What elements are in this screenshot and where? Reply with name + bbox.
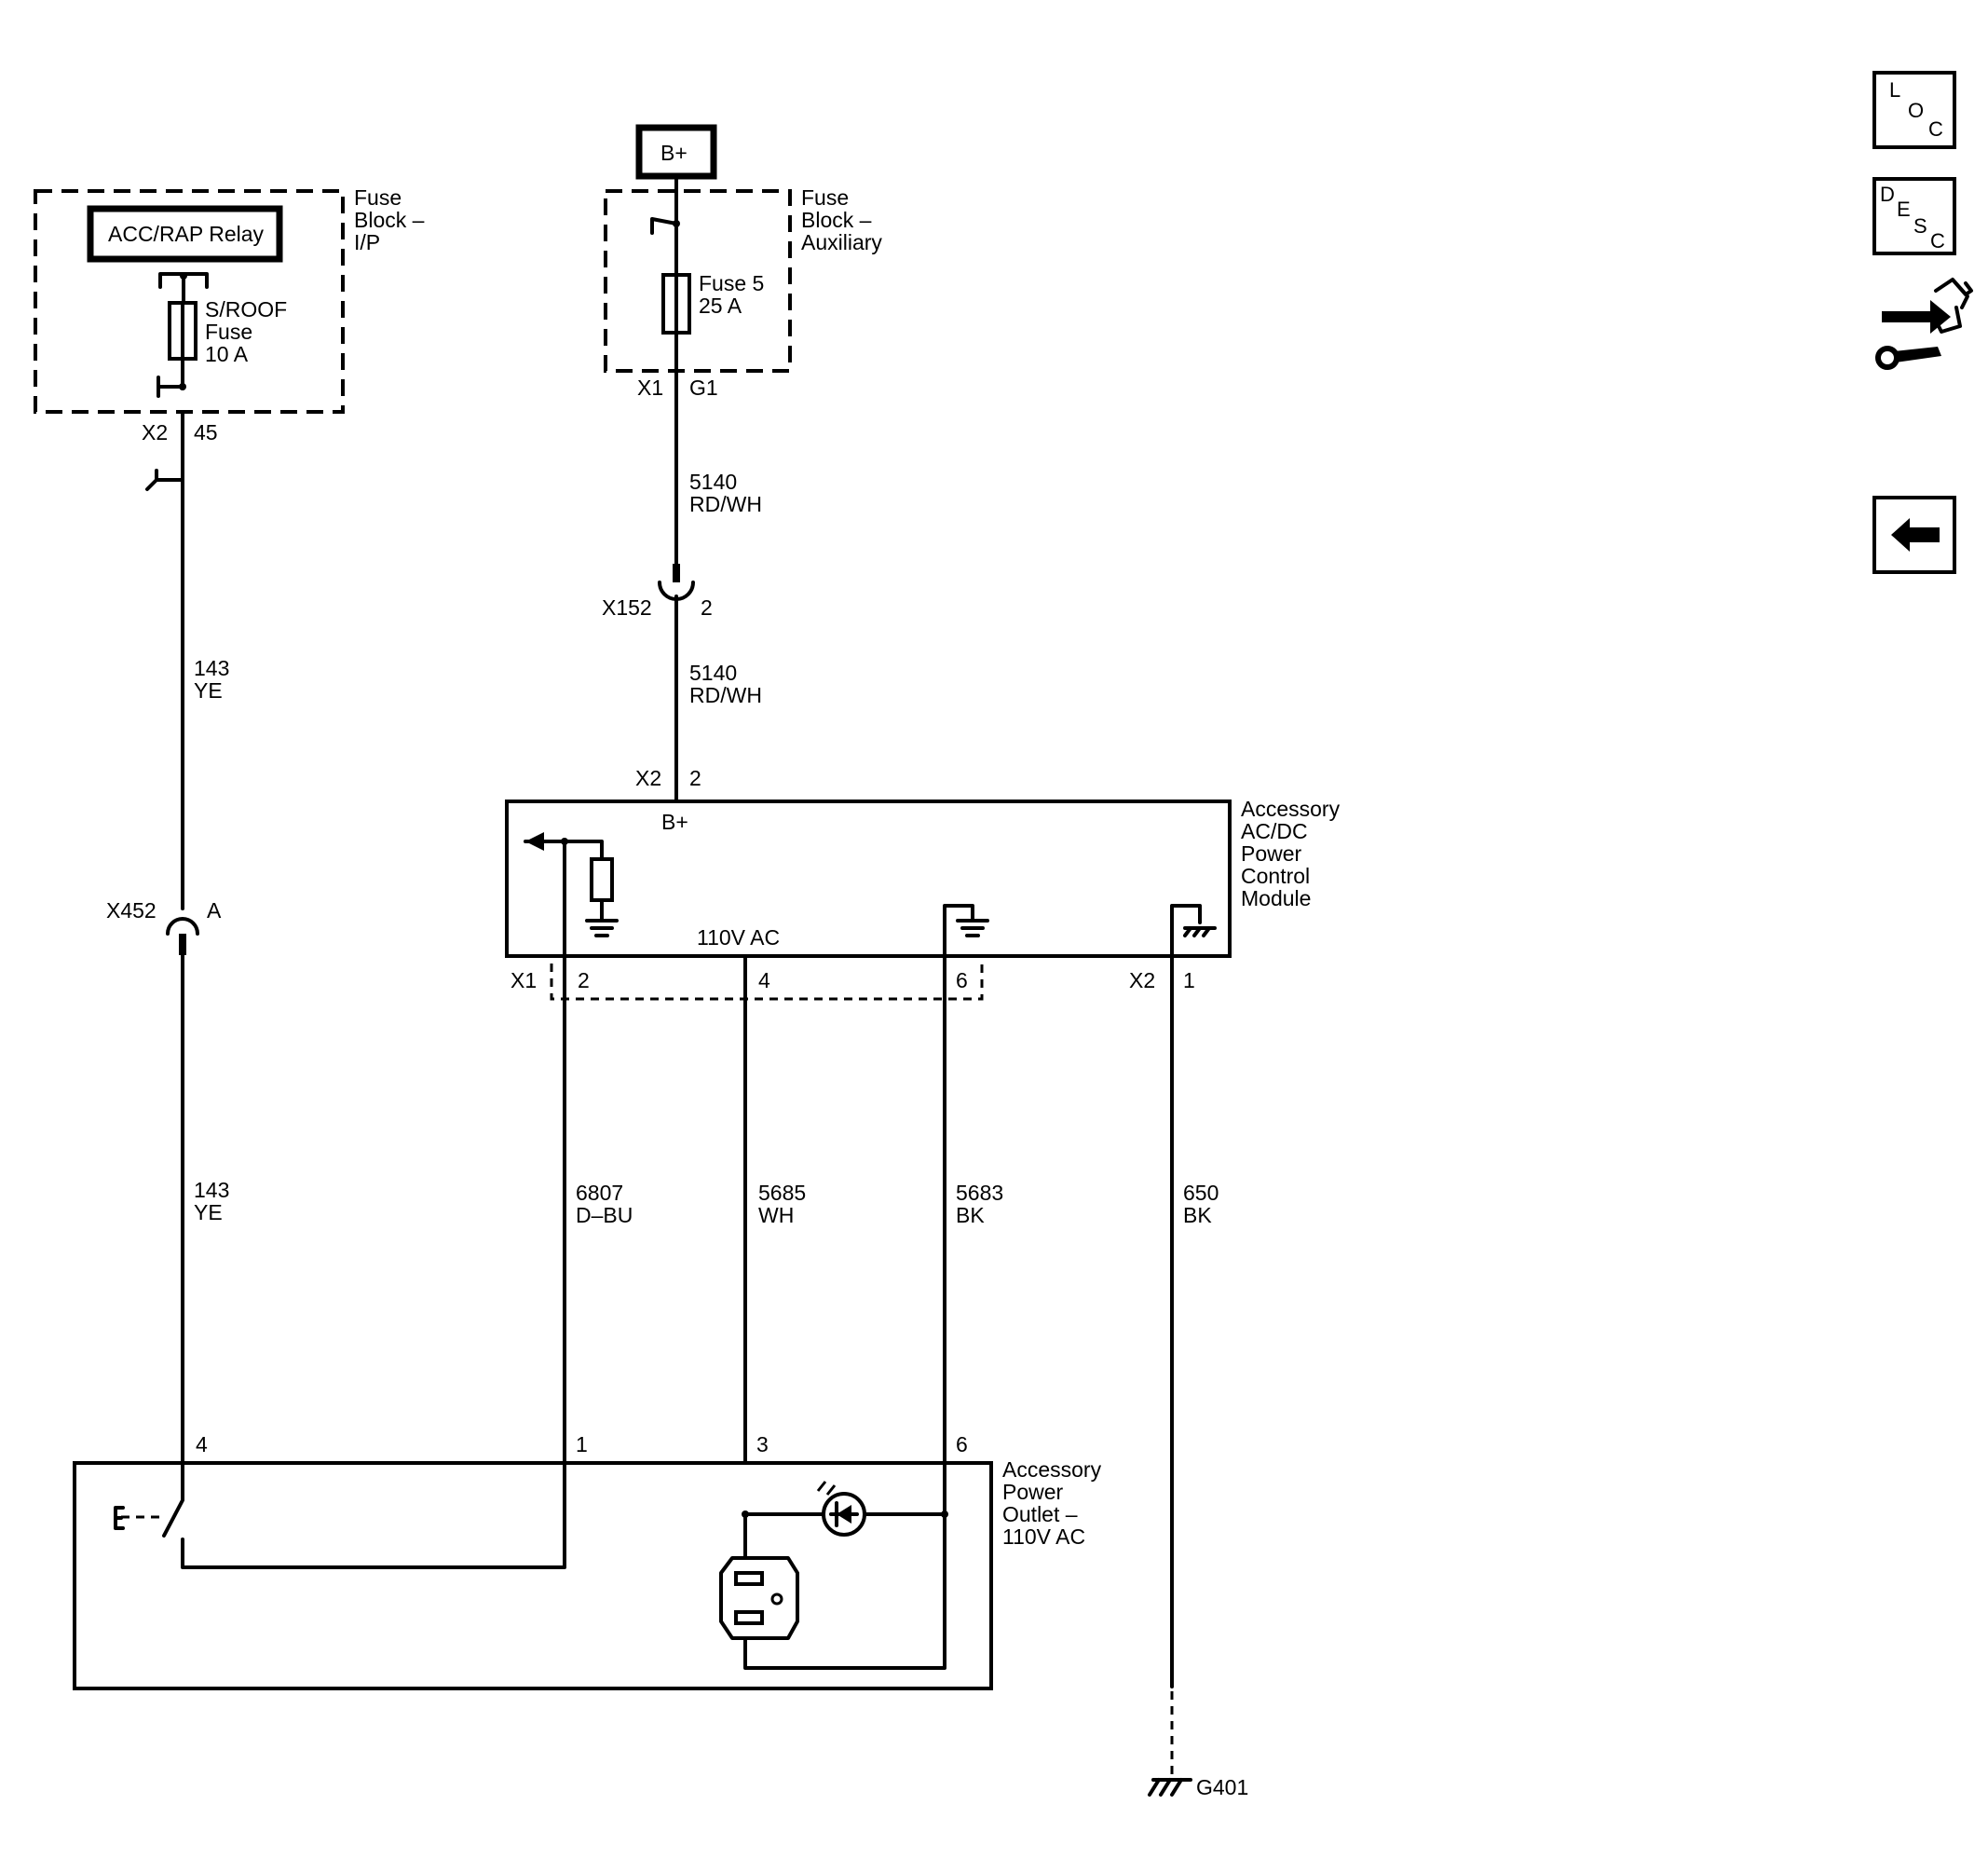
wire-6807: 6807 D–BU	[563, 954, 633, 1465]
accessory-power-outlet: Accessory Power Outlet – 110V AC 4 1 3 6	[73, 1432, 1107, 1690]
acc-rap-relay	[87, 205, 283, 263]
module-x1-pin-6: 6	[956, 968, 968, 992]
x152-name: X152	[602, 595, 652, 620]
wire-650: 650 BK G401	[1148, 954, 1248, 1799]
wire-650-label: 650 BK	[1183, 1181, 1225, 1227]
outlet-pin-3: 3	[756, 1432, 769, 1456]
wire-5685: 5685 WH	[743, 1000, 812, 1465]
outlet-pin-6: 6	[956, 1432, 968, 1456]
wire-5685-label: 5685 WH	[758, 1181, 812, 1227]
bplus-source-label: B+	[660, 141, 688, 165]
fuse-block-ip-outline	[34, 189, 345, 414]
fuse-block-aux: B+ Fuse Block – Auxiliary Fuse 5 25 A X1…	[604, 124, 882, 400]
fuse-block-ip: Fuse Block – I/P ACC/RAP Relay S/ROOF Fu…	[34, 185, 430, 491]
x452-pin: A	[207, 898, 222, 923]
module-x2-top-connector: X2	[635, 766, 661, 790]
s-roof-fuse-label: S/ROOF Fuse 10 A	[205, 297, 293, 366]
wire-5683-label: 5683 BK	[956, 1181, 1010, 1227]
desc-letter-s: S	[1913, 214, 1927, 238]
outlet-pin-1: 1	[576, 1432, 588, 1456]
wire-143: 143 YE X452 A 143 YE	[106, 478, 236, 1493]
wire-5683: 5683 BK	[943, 954, 1010, 1465]
desc-icon[interactable]: D E S C	[1872, 177, 1956, 255]
wire-5140: 5140 RD/WH X152 2 5140 RD/WH X2 2	[602, 369, 762, 803]
outlet-pin-4: 4	[196, 1432, 208, 1456]
module-title: Accessory AC/DC Power Control Module	[1241, 797, 1345, 910]
acc-rap-relay-label: ACC/RAP Relay	[108, 222, 265, 246]
fuse-block-aux-outline	[604, 189, 792, 373]
power-control-module: Accessory AC/DC Power Control Module B+ …	[505, 797, 1345, 1004]
loc-icon[interactable]: L O C	[1872, 71, 1956, 149]
module-x2-top-pin: 2	[689, 766, 701, 790]
module-bplus-label: B+	[661, 810, 688, 834]
module-x1-pin-4: 4	[758, 968, 770, 992]
loc-letter-l: L	[1889, 78, 1900, 102]
back-arrow-icon[interactable]	[1872, 496, 1956, 574]
desc-letter-c: C	[1930, 229, 1945, 253]
fuse-block-ip-title: Fuse Block – I/P	[354, 185, 430, 254]
wire-5140-top-label: 5140 RD/WH	[689, 470, 762, 516]
ac-receptacle	[719, 1556, 799, 1640]
x152-pin: 2	[701, 595, 713, 620]
desc-letter-d: D	[1880, 183, 1895, 206]
wire-143-bottom-label: 143 YE	[194, 1178, 236, 1224]
wire-6807-label: 6807 D–BU	[576, 1181, 633, 1227]
loc-letter-c: C	[1928, 117, 1943, 141]
loc-letter-o: O	[1908, 99, 1924, 122]
x452-name: X452	[106, 898, 157, 923]
outlet-title: Accessory Power Outlet – 110V AC	[1002, 1457, 1107, 1549]
fuse-block-aux-title: Fuse Block – Auxiliary	[801, 185, 882, 254]
wire-5140-bottom-label: 5140 RD/WH	[689, 661, 762, 707]
module-x2-bottom-connector: X2	[1129, 968, 1155, 992]
desc-letter-e: E	[1897, 198, 1911, 221]
module-x1-outline	[550, 964, 984, 1001]
fuse-block-ip-pin: 45	[194, 420, 218, 444]
module-x2-bottom-pin: 1	[1183, 968, 1195, 992]
fuse-block-aux-connector: X1	[637, 376, 663, 400]
module-outline	[505, 800, 1232, 958]
fuse-block-aux-pin: G1	[689, 376, 718, 400]
wire-143-top-label: 143 YE	[194, 656, 236, 703]
module-x1-pin-2: 2	[578, 968, 590, 992]
fuse-block-ip-connector: X2	[142, 420, 168, 444]
fuse-5-label: Fuse 5 25 A	[699, 271, 770, 318]
module-x1-connector: X1	[511, 968, 537, 992]
module-voltage-label: 110V AC	[697, 925, 780, 950]
ground-g401: G401	[1196, 1775, 1248, 1799]
connector-tool-icon[interactable]	[1875, 278, 1973, 370]
